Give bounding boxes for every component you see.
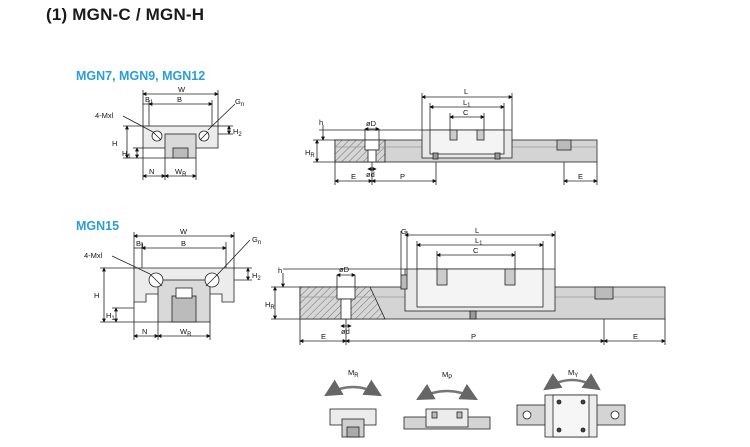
dim-WR: WR xyxy=(180,327,192,338)
dim-h: h xyxy=(319,118,323,127)
small-side-view: L L1 C h HR øD ød E P E xyxy=(305,87,598,185)
dim-WR: WR xyxy=(175,167,187,178)
moment-label-MP: MP xyxy=(442,370,452,381)
dim-Gn: Gn xyxy=(235,97,244,108)
dim-B1: B1 xyxy=(145,95,154,106)
dim-B1: B1 xyxy=(136,239,145,250)
dim-H2: H2 xyxy=(233,127,242,138)
large-front-view: W B1 B Gn 4-Mxl H H1 H2 N WR xyxy=(84,227,261,340)
dim-C: C xyxy=(473,246,479,255)
dim-W: W xyxy=(178,85,186,94)
dim-E-right: E xyxy=(578,172,583,181)
dim-HR: HR xyxy=(305,148,315,159)
dim-H: H xyxy=(94,291,99,300)
dim-W: W xyxy=(180,227,188,236)
moment-yaw-diagram: MY xyxy=(516,368,626,438)
large-side-view: G L L1 C h HR øD ød E P E xyxy=(265,226,666,345)
dim-H2: H2 xyxy=(252,271,261,282)
dim-Mxl: 4-Mxl xyxy=(95,111,114,120)
moment-label-MY: MY xyxy=(568,368,578,379)
page-title: (1) MGN-C / MGN-H xyxy=(46,5,205,24)
dim-N: N xyxy=(142,327,147,336)
dim-E-left: E xyxy=(351,172,356,181)
dim-phiD: øD xyxy=(339,265,350,274)
dim-Gn: Gn xyxy=(252,235,261,246)
dim-C: C xyxy=(463,108,469,117)
section-heading-large: MGN15 xyxy=(76,219,120,233)
dim-phid: ød xyxy=(341,327,350,336)
dim-P: P xyxy=(471,332,476,341)
dim-B: B xyxy=(177,95,182,104)
dim-h: h xyxy=(278,266,282,275)
dim-Mxl: 4-Mxl xyxy=(84,251,103,260)
dim-B: B xyxy=(181,239,186,248)
dim-H1: H1 xyxy=(106,311,115,322)
moment-roll-diagram: MR xyxy=(324,368,382,438)
moment-pitch-diagram: MP xyxy=(403,370,491,430)
dim-L: L xyxy=(475,226,479,235)
dim-E-right: E xyxy=(633,332,638,341)
dim-H1: H1 xyxy=(122,149,131,160)
section-heading-small: MGN7, MGN9, MGN12 xyxy=(76,69,206,83)
dim-L: L xyxy=(464,87,468,96)
dim-P: P xyxy=(400,172,405,181)
small-front-view: W B1 B Gn 4-Mxl H H1 H2 N WR xyxy=(95,85,244,180)
dim-phid: ød xyxy=(366,170,375,179)
dim-L1: L1 xyxy=(475,236,483,247)
dim-L1: L1 xyxy=(463,98,471,109)
dim-phiD: øD xyxy=(366,119,377,128)
dim-N: N xyxy=(149,167,154,176)
dim-G: G xyxy=(401,227,407,236)
moment-label-MR: MR xyxy=(348,368,359,379)
dim-HR: HR xyxy=(265,300,275,311)
dim-E-left: E xyxy=(321,332,326,341)
dim-H: H xyxy=(112,139,117,148)
